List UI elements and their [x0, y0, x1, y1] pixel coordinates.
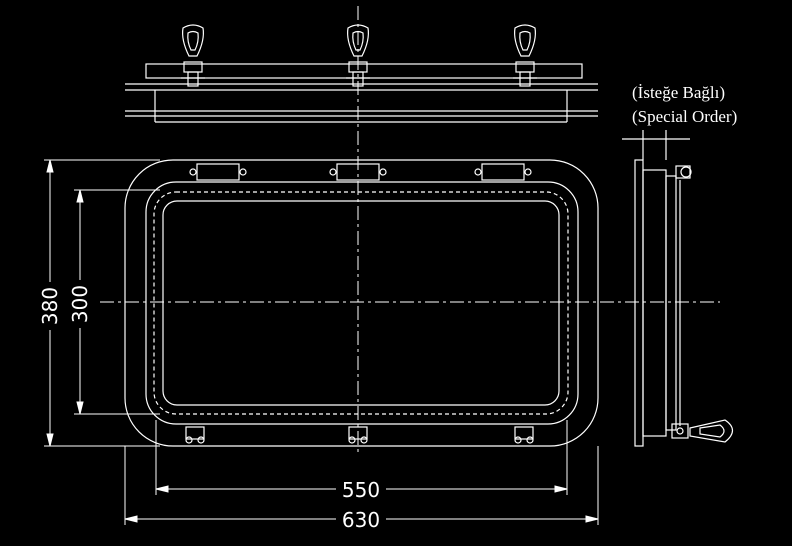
arrowhead	[76, 189, 84, 203]
side-lid	[665, 175, 677, 431]
dim-630-label: 630	[342, 508, 380, 532]
glass-outer-edge	[153, 191, 569, 415]
dim-380-label: 380	[38, 287, 62, 325]
dim-300-label: 300	[68, 285, 92, 323]
label-bg	[70, 280, 90, 328]
top-handle-left	[181, 24, 205, 87]
front-view	[124, 159, 599, 447]
special-order-note-en: (Special Order)	[632, 107, 737, 126]
arrowhead	[46, 159, 54, 173]
side-handle	[671, 419, 734, 443]
hinge-top-left	[189, 163, 247, 181]
arrowhead	[554, 485, 568, 493]
side-hinge-pin	[680, 166, 692, 178]
hinge-top-center	[329, 163, 387, 181]
side-body	[642, 169, 667, 437]
latch-bottom-right	[514, 426, 534, 444]
arrowhead	[155, 485, 169, 493]
side-view	[622, 130, 734, 447]
special-order-note-tr: (İsteğe Bağlı)	[632, 83, 725, 102]
frame-flange	[145, 181, 579, 425]
outer-frame	[124, 159, 599, 447]
arrowhead	[585, 515, 599, 523]
hinge-top-right	[474, 163, 532, 181]
dimension-lines	[44, 159, 599, 525]
side-frame	[634, 159, 644, 447]
label-bg	[336, 479, 386, 499]
arrowhead	[124, 515, 138, 523]
arrowhead	[46, 433, 54, 447]
label-bg	[336, 509, 386, 529]
center-lines	[100, 6, 720, 452]
top-view	[125, 24, 598, 123]
side-hinge	[675, 165, 691, 179]
glass-pane	[162, 200, 560, 406]
latch-bottom-left	[185, 426, 205, 444]
top-handle-right	[513, 24, 537, 87]
arrowhead	[76, 401, 84, 415]
label-bg	[40, 282, 60, 330]
dim-550-label: 550	[342, 478, 380, 502]
